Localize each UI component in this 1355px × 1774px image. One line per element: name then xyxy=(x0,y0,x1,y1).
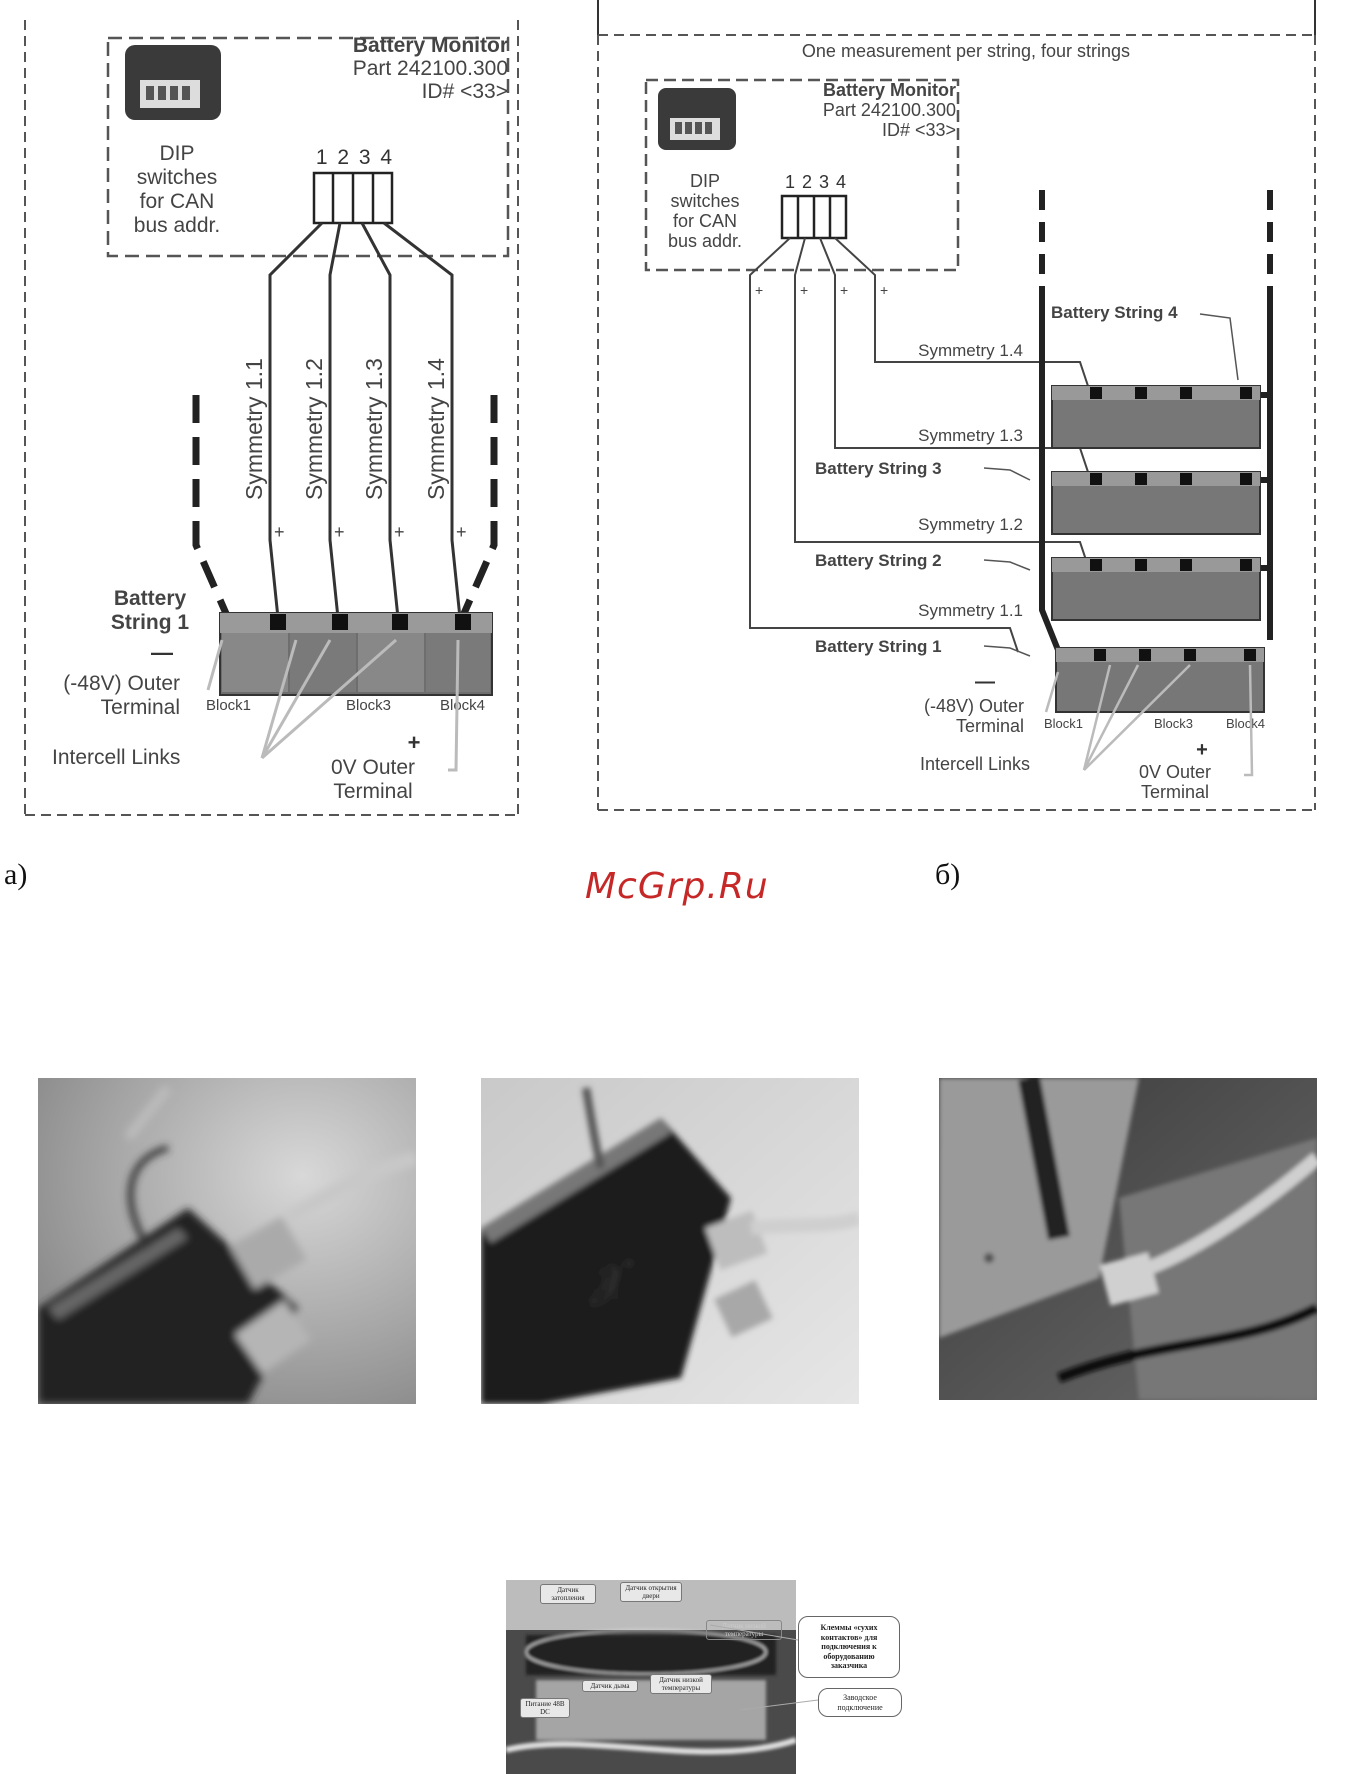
symmetry-1-1: Symmetry 1.1 xyxy=(241,358,267,500)
block1-label: Block1 xyxy=(1044,716,1083,731)
block3-label: Block3 xyxy=(346,697,391,714)
svg-text:+: + xyxy=(274,522,285,542)
dip-switch-block xyxy=(312,171,394,225)
callout-dry-contacts: Клеммы «сухих контактов» для подключения… xyxy=(798,1616,900,1678)
dip-label-4: bus addr. xyxy=(668,231,742,251)
label-smoke-sensor: Датчик дыма xyxy=(582,1680,638,1692)
dip-switch-block xyxy=(780,194,848,240)
symmetry-1-4: Symmetry 1.4 xyxy=(423,358,449,500)
string1-pointer xyxy=(983,645,1031,657)
monitor-part: Part 242100.300 xyxy=(823,100,956,120)
dip-label-2: switches xyxy=(670,191,739,211)
battery-string-3 xyxy=(1051,471,1261,535)
battery-string-1-label: Battery String 1 xyxy=(815,637,942,656)
dip-label-1: DIP xyxy=(159,142,194,165)
sense-wires xyxy=(268,221,462,619)
block3-label: Block3 xyxy=(1154,716,1193,731)
symmetry-1-2: Symmetry 1.2 xyxy=(918,515,1023,534)
svg-text:+: + xyxy=(800,282,808,298)
dip-numbers: 1 2 3 4 xyxy=(316,146,394,169)
svg-text:+: + xyxy=(840,282,848,298)
block1-label: Block1 xyxy=(206,697,251,714)
intercell-pointers xyxy=(206,638,460,772)
symmetry-1-3: Symmetry 1.3 xyxy=(918,426,1023,445)
dip-label-4: bus addr. xyxy=(134,214,220,237)
svg-text:+: + xyxy=(880,282,888,298)
wire-plus-marks: + + + + xyxy=(274,522,467,542)
battery-string-1 xyxy=(219,612,493,696)
battery-string-2-label: Battery String 2 xyxy=(815,551,942,570)
photo-1 xyxy=(38,1078,416,1404)
string3-pointer xyxy=(983,467,1031,481)
svg-text:+: + xyxy=(334,522,345,542)
sense-wires xyxy=(749,237,1089,653)
monitor-box xyxy=(644,78,960,272)
caption-a: а) xyxy=(4,858,28,891)
watermark: McGrp.Ru xyxy=(585,866,769,907)
string2-pointer xyxy=(983,559,1031,571)
callout-factory: Заводское подключение xyxy=(818,1688,902,1718)
connector-icon xyxy=(125,45,221,120)
figure-b-header: One measurement per string, four strings xyxy=(802,41,1130,61)
plus-sign: + xyxy=(1196,739,1208,761)
battery-string-2 xyxy=(1051,557,1261,621)
dip-label-2: switches xyxy=(137,166,218,189)
zero-terminal-label-1: 0V Outer xyxy=(1139,762,1211,782)
outer-terminal-label-2: Terminal xyxy=(101,696,180,719)
svg-text:+: + xyxy=(456,522,467,542)
zero-terminal-label-2: Terminal xyxy=(333,780,412,803)
wire-plus-marks: + + + + xyxy=(755,282,888,298)
intercell-pointers xyxy=(1044,664,1254,777)
monitor-id: ID# <33> xyxy=(422,80,508,103)
dip-label-1: DIP xyxy=(690,171,720,191)
outer-terminal-label-2: Terminal xyxy=(956,716,1024,736)
battery-string-label-1: Battery xyxy=(114,587,187,610)
symmetry-1-3: Symmetry 1.3 xyxy=(361,358,387,500)
label-power: Питание 48В DC xyxy=(520,1698,570,1718)
label-door-sensor: Датчик открытия двери xyxy=(620,1582,682,1602)
zero-terminal-label-2: Terminal xyxy=(1141,782,1209,802)
label-flood-sensor: Датчик затопления xyxy=(540,1584,596,1604)
block4-label: Block4 xyxy=(1226,716,1265,731)
label-low-temp: Датчик низкой температуры xyxy=(650,1674,712,1694)
battery-string-4-label: Battery String 4 xyxy=(1051,303,1178,322)
zero-terminal-label-1: 0V Outer xyxy=(331,756,415,779)
photo-2: 𝒳 xyxy=(481,1078,859,1404)
dip-numbers: 1 2 3 4 xyxy=(785,172,847,192)
callout-pointers xyxy=(709,1624,819,1710)
minus-sign: — xyxy=(975,671,995,693)
intercell-links-label: Intercell Links xyxy=(920,754,1030,774)
connector-icon xyxy=(658,88,736,150)
string-cables xyxy=(192,395,498,620)
symmetry-1-2: Symmetry 1.2 xyxy=(301,358,327,500)
block4-label: Block4 xyxy=(440,697,485,714)
battery-string-3-label: Battery String 3 xyxy=(815,459,942,478)
photo-3 xyxy=(939,1078,1317,1400)
intercell-links-label: Intercell Links xyxy=(52,746,180,769)
outer-terminal-label-1: (-48V) Outer xyxy=(63,672,180,695)
monitor-title: Battery Monitor xyxy=(353,34,508,57)
svg-text:+: + xyxy=(394,522,405,542)
monitor-box xyxy=(106,36,510,258)
dip-label-3: for CAN xyxy=(140,190,215,213)
symmetry-1-4: Symmetry 1.4 xyxy=(918,341,1023,360)
svg-text:+: + xyxy=(755,282,763,298)
battery-string-label-2: String 1 xyxy=(111,611,189,634)
symmetry-1-1: Symmetry 1.1 xyxy=(918,601,1023,620)
caption-b: б) xyxy=(935,858,961,891)
string4-pointer xyxy=(1199,313,1239,381)
diagram-a: Battery Monitor Part 242100.300 ID# <33>… xyxy=(24,20,519,816)
battery-string-1 xyxy=(1055,647,1265,713)
battery-string-4 xyxy=(1051,385,1261,449)
dip-label-3: for CAN xyxy=(673,211,737,231)
minus-sign: — xyxy=(151,640,173,665)
plus-sign: + xyxy=(408,730,421,755)
diagram-b: One measurement per string, four strings… xyxy=(597,0,1316,811)
monitor-part: Part 242100.300 xyxy=(353,57,508,80)
monitor-id: ID# <33> xyxy=(882,120,956,140)
monitor-title: Battery Monitor xyxy=(823,80,956,100)
label-low-temp-top: Датчик низкой температуры xyxy=(706,1620,782,1640)
outer-terminal-label-1: (-48V) Outer xyxy=(924,696,1024,716)
